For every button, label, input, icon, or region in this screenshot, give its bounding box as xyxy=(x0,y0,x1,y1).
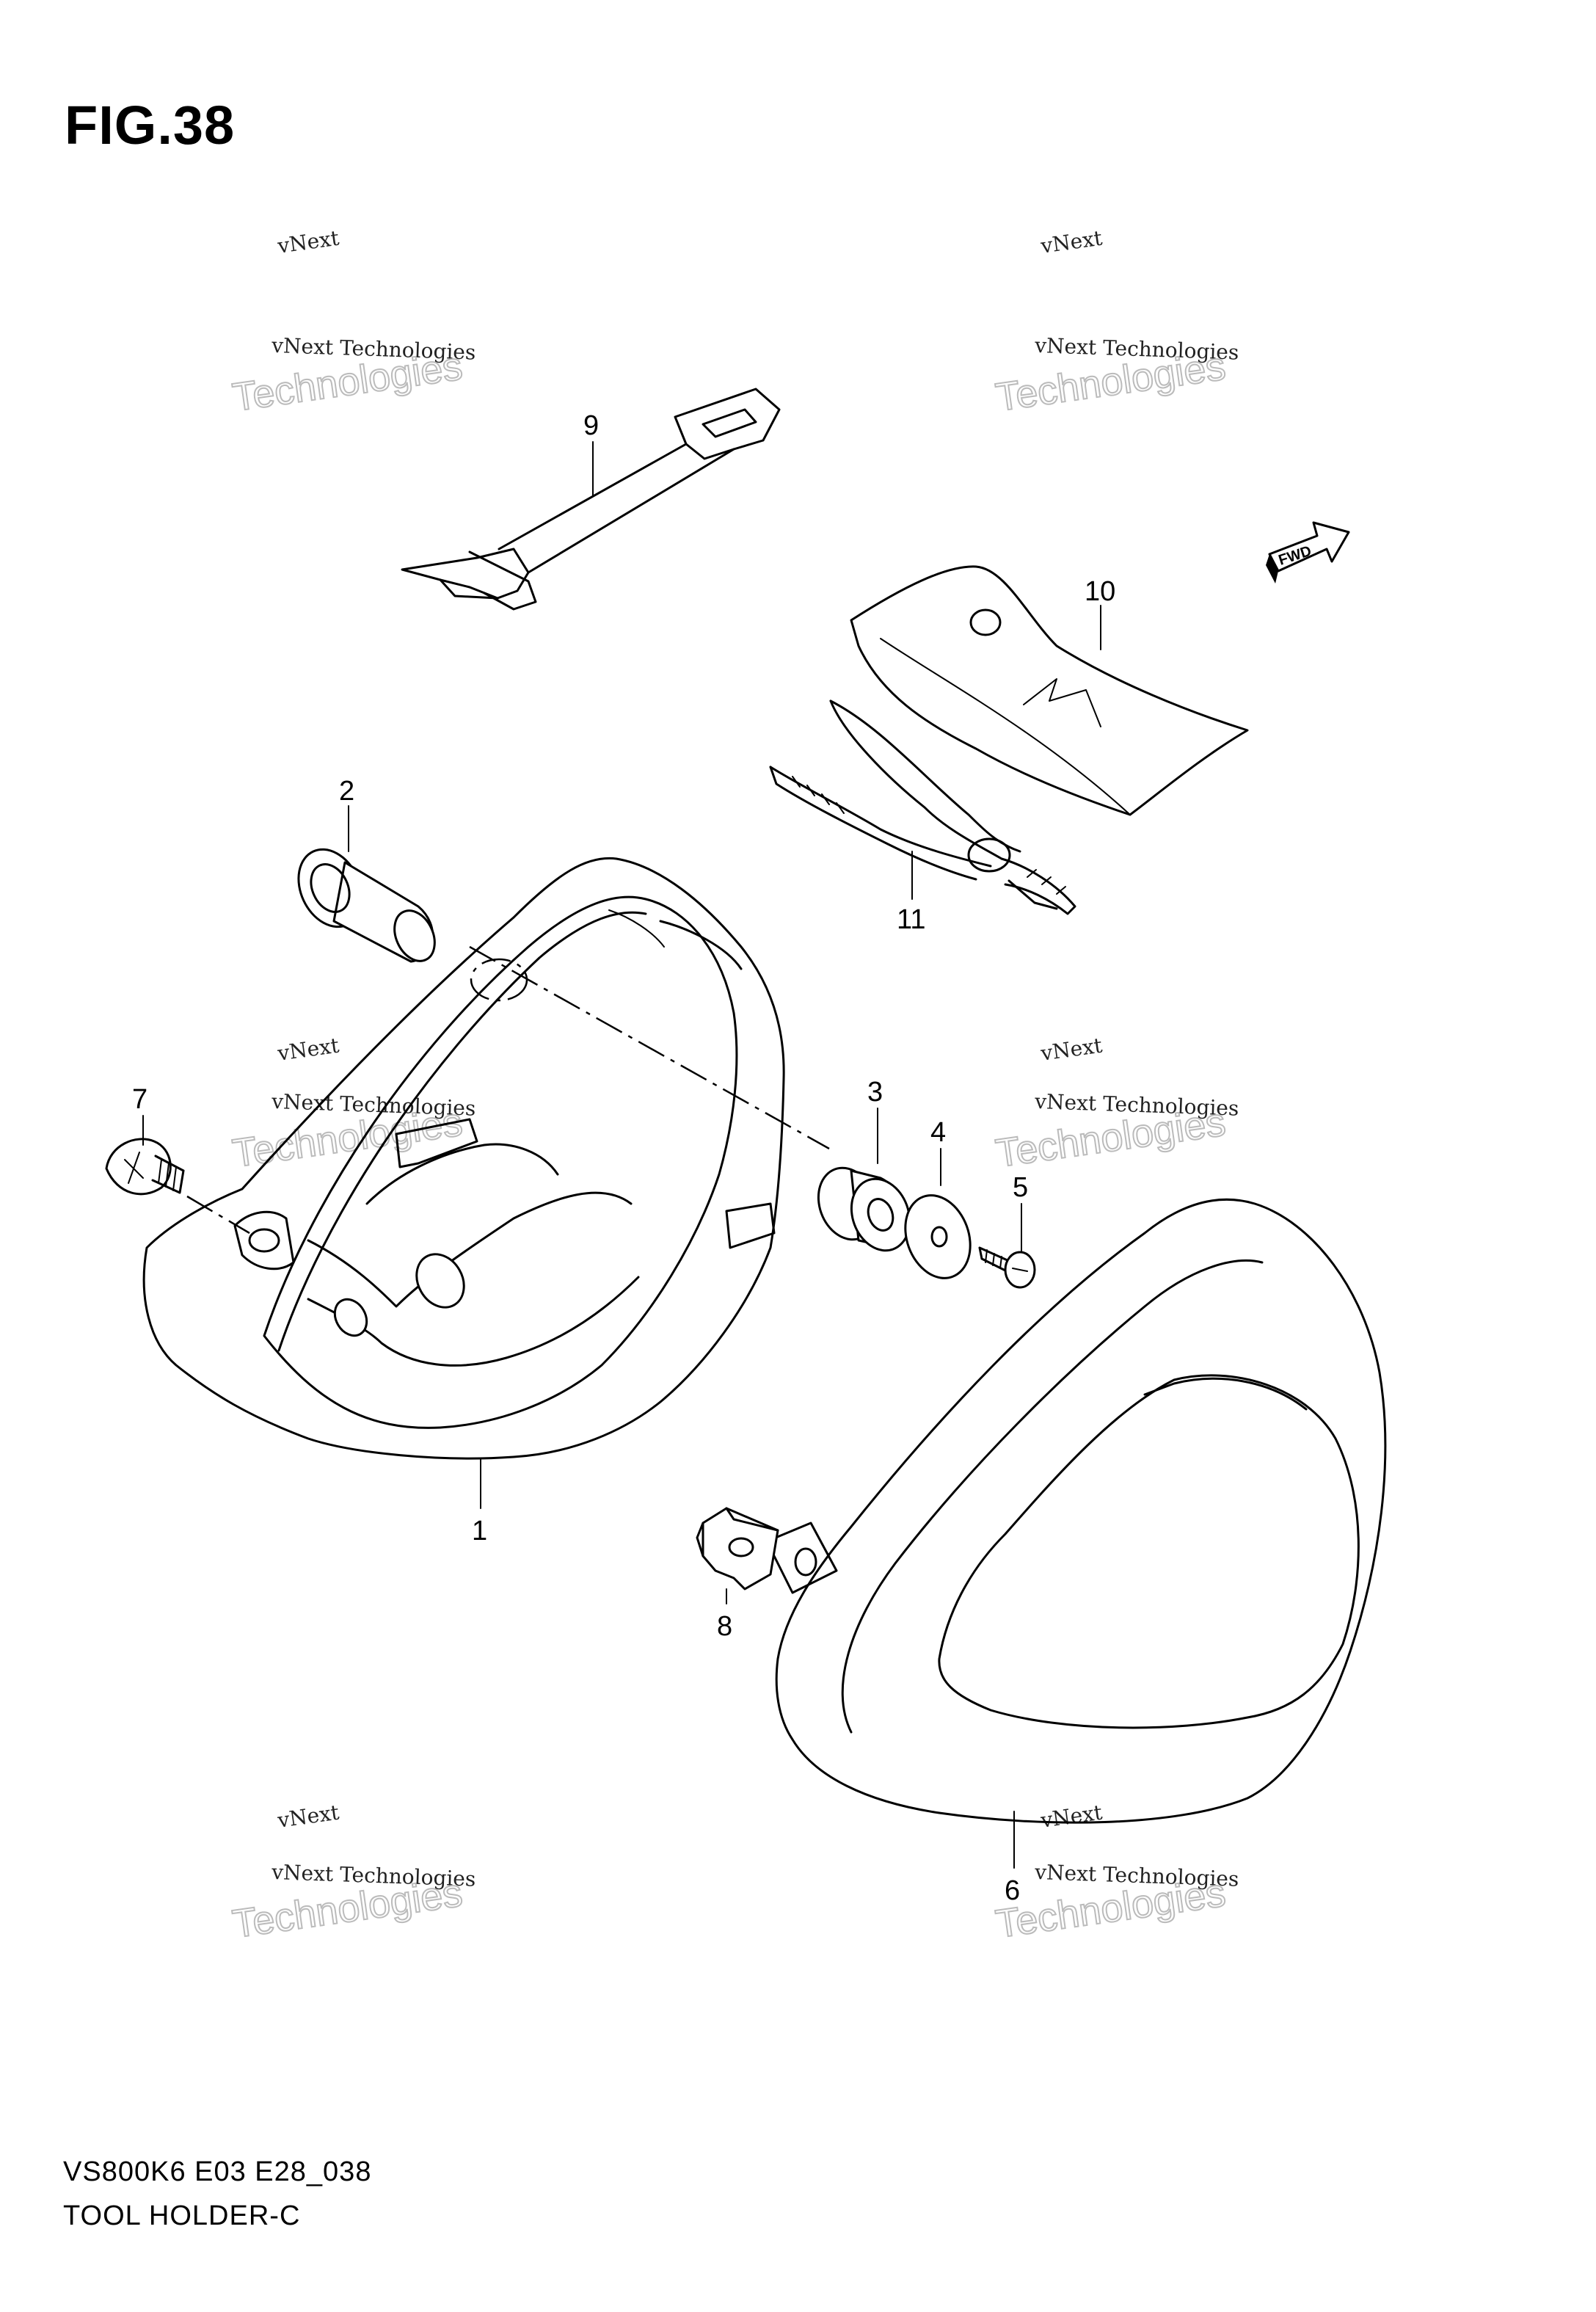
part-7-screw xyxy=(105,1138,185,1196)
callout-1: 1 xyxy=(472,1516,487,1546)
part-10-tool-bag xyxy=(850,565,1249,816)
svg-text:vNext: vNext xyxy=(1038,1033,1104,1066)
screw-7-axis xyxy=(186,1195,250,1235)
callout-2: 2 xyxy=(339,776,354,807)
part-5-screw xyxy=(978,1246,1036,1289)
part-8-clip-nut xyxy=(696,1507,779,1591)
part-1-tool-holder xyxy=(142,857,785,1460)
callout-4: 4 xyxy=(930,1117,946,1148)
svg-text:vNext: vNext xyxy=(275,1800,340,1833)
watermark-top-left: vNext vNext Technologies Technologies xyxy=(229,225,476,420)
callout-11: 11 xyxy=(897,904,925,935)
fwd-label: FWD xyxy=(1277,543,1313,569)
part-4-washer xyxy=(904,1194,972,1279)
part-6-cover xyxy=(765,1198,1387,1824)
callout-5: 5 xyxy=(1013,1172,1028,1203)
watermark-mid-right: vNext vNext Technologies Technologies xyxy=(992,1033,1239,1176)
assembly-axis-line xyxy=(469,945,830,1150)
callout-8: 8 xyxy=(717,1611,732,1642)
callout-7: 7 xyxy=(132,1084,147,1115)
hidden-hole-outline xyxy=(470,958,528,1002)
part-11-pliers xyxy=(769,699,1076,915)
part-3-grommet xyxy=(817,1166,911,1252)
callout-9: 9 xyxy=(583,410,599,441)
fwd-arrow-icon: FWD xyxy=(1266,521,1350,584)
callout-6: 6 xyxy=(1005,1875,1020,1906)
part-2-collar xyxy=(297,848,436,963)
watermark-bottom-left: vNext vNext Technologies Technologies xyxy=(229,1800,476,1946)
svg-text:vNext: vNext xyxy=(275,225,340,258)
svg-text:vNext: vNext xyxy=(1038,1800,1104,1833)
part-9-strap xyxy=(401,388,781,611)
svg-text:vNext: vNext xyxy=(275,1033,340,1066)
diagram-name: TOOL HOLDER-C xyxy=(63,2200,301,2231)
figure-title: FIG.38 xyxy=(65,95,236,156)
svg-text:vNext: vNext xyxy=(1038,225,1104,258)
callout-3: 3 xyxy=(867,1077,883,1108)
watermark-top-right: vNext vNext Technologies Technologies xyxy=(992,225,1239,420)
callout-10: 10 xyxy=(1085,576,1115,607)
diagram-code: VS800K6 E03 E28_038 xyxy=(63,2156,372,2187)
